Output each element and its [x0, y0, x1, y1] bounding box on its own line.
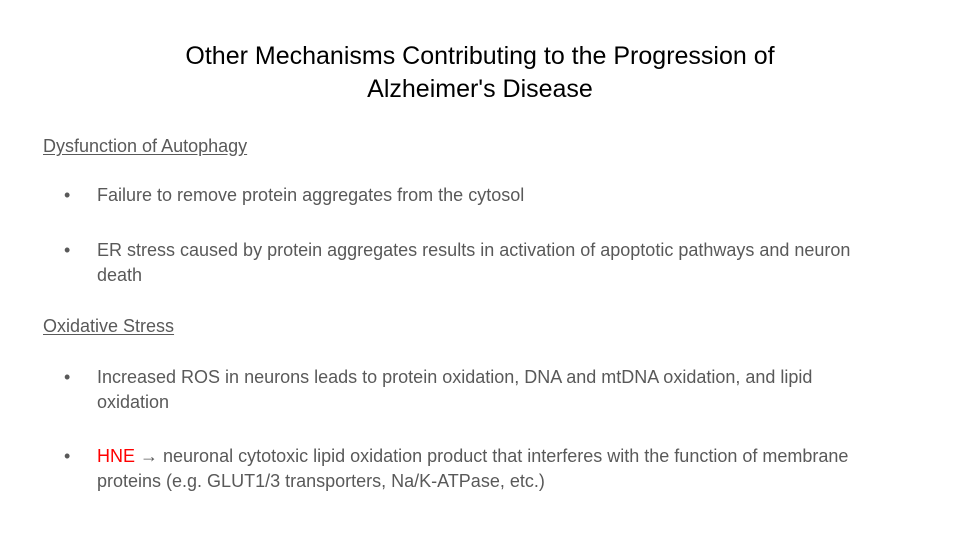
- section-heading-autophagy: Dysfunction of Autophagy: [43, 136, 248, 156]
- bullet-text: HNE → neuronal cytotoxic lipid oxidation…: [97, 444, 864, 494]
- hne-highlight: HNE: [97, 446, 136, 466]
- bullet-dot: •: [64, 240, 71, 260]
- hne-description: → neuronal cytotoxic lipid oxidation pro…: [97, 446, 849, 491]
- bullet-item: • Increased ROS in neurons leads to prot…: [64, 365, 864, 415]
- bullet-text: Failure to remove protein aggregates fro…: [97, 185, 525, 205]
- bullet-text: Increased ROS in neurons leads to protei…: [97, 367, 813, 412]
- bullet-item: • ER stress caused by protein aggregates…: [64, 238, 864, 288]
- section-heading-oxidative-stress: Oxidative Stress: [43, 316, 175, 336]
- bullet-text: ER stress caused by protein aggregates r…: [97, 240, 851, 285]
- bullet-dot: •: [64, 367, 71, 387]
- slide-title-line-2: Alzheimer's Disease: [367, 75, 593, 103]
- bullet-dot: •: [64, 446, 71, 466]
- bullet-item: • Failure to remove protein aggregates f…: [64, 183, 864, 208]
- bullet-dot: •: [64, 185, 71, 205]
- slide-title: Other Mechanisms Contributing to the Pro…: [80, 40, 880, 106]
- bullet-item-hne: • HNE → neuronal cytotoxic lipid oxidati…: [64, 444, 864, 494]
- slide-title-line-1: Other Mechanisms Contributing to the Pro…: [185, 42, 775, 70]
